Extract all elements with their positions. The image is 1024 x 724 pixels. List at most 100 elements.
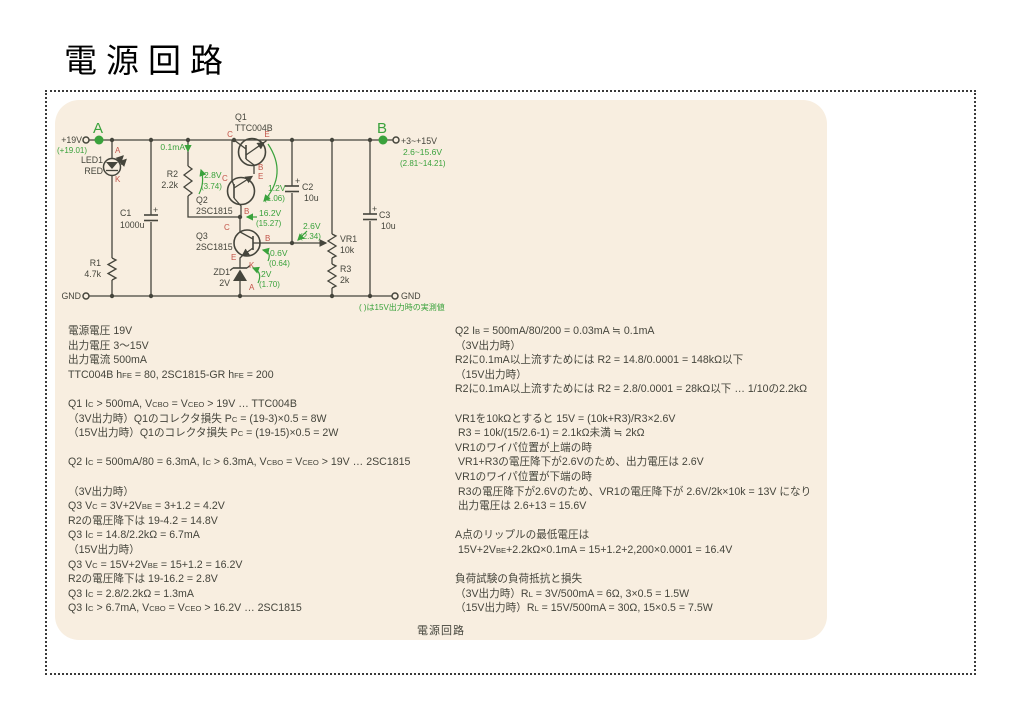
c3-value: 10u	[381, 221, 396, 231]
note-line	[455, 514, 811, 529]
wiper-voltage: 2.6V	[303, 221, 321, 231]
vr1-ref: VR1	[340, 234, 357, 244]
note-line: R2の電圧降下は 19-4.2 = 14.8V	[68, 514, 218, 527]
c3-ref: C3	[379, 210, 390, 220]
r2-ref: R2	[167, 169, 178, 179]
content-panel: A +19V (+19.01) A K LED1 RED R1	[55, 100, 827, 640]
note-line: Q3 IC > 6.7mA, VCBO = VCEO > 16.2V … 2SC…	[68, 602, 302, 615]
note-line: Q1 IC > 500mA, VCBO = VCEO > 19V … TTC00…	[68, 397, 297, 410]
input-measured-label: (+19.01)	[57, 146, 87, 155]
transistor-q3: Q3 2SC1815 C B E 0.6V (0.64)	[196, 217, 290, 268]
led1-value: RED	[84, 166, 103, 176]
q2-emitter-label: E	[258, 172, 263, 181]
note-line: R2に0.1mA以上流すためには R2 = 2.8/0.0001 = 28kΩ以…	[455, 383, 808, 396]
led1-cathode-label: K	[115, 175, 121, 184]
resistor-r3: R3 2k	[326, 258, 351, 296]
zd1-voltage-measured: (1.70)	[259, 280, 280, 289]
zd1-voltage: 2V	[261, 269, 272, 279]
q2-base-label: B	[244, 207, 249, 216]
note-line: （15V出力時）Q1のコレクタ損失 PC = (19-15)×0.5 = 2W	[68, 427, 339, 440]
note-line: （3V出力時）	[455, 339, 521, 352]
q2-base-voltage: 16.2V	[259, 208, 282, 218]
note-line	[68, 441, 410, 456]
c1-ref: C1	[120, 208, 131, 218]
note-line: VR1を10kΩとすると 15V = (10k+R3)/R3×2.6V	[455, 412, 676, 425]
q3-collector-label: C	[224, 223, 230, 232]
r2-current-label: 0.1mA	[160, 142, 185, 152]
note-line: （15V出力時）	[455, 368, 527, 381]
r1-value: 4.7k	[84, 269, 101, 279]
led1-ref: LED1	[81, 155, 103, 165]
q2-ref: Q2	[196, 195, 208, 205]
c1-plus: +	[153, 205, 158, 215]
q1-ref: Q1	[235, 112, 247, 122]
led1: A K LED1 RED	[81, 140, 127, 258]
page-title: 電源回路	[64, 44, 232, 80]
r3-value: 2k	[340, 275, 350, 285]
q1-collector-label: C	[227, 130, 233, 139]
zd1-ref: ZD1	[213, 267, 230, 277]
note-line: Q3 IC = 14.8/2.2kΩ = 6.7mA	[68, 529, 200, 542]
gnd-left-label: GND	[61, 291, 81, 301]
resistor-r2: R2 2.2k 0.1mA 2.8V (3.74)	[160, 140, 240, 218]
q1-emitter-label: E	[264, 130, 269, 139]
c2-ref: C2	[302, 182, 313, 192]
input-voltage-label: +19V	[61, 135, 82, 145]
resistor-r1: R1 4.7k	[84, 257, 118, 296]
note-line	[455, 558, 811, 573]
notes-column-right: Q2 IB = 500mA/80/200 = 0.03mA ≒ 0.1mA（3V…	[455, 324, 811, 616]
note-line	[68, 382, 410, 397]
q3-emitter-label: E	[231, 253, 236, 262]
q1-type: TTC004B	[235, 123, 273, 133]
note-line: 出力電圧 3〜15V	[68, 339, 149, 352]
c2-plus: +	[295, 176, 300, 186]
vbe-voltage-measured: (1.06)	[264, 194, 285, 203]
q2-base-voltage-measured: (15.27)	[256, 219, 282, 228]
output-measured-label: (2.81~14.21)	[400, 159, 446, 168]
output-range-label: 2.6~15.6V	[403, 147, 442, 157]
input-terminal: A +19V (+19.01)	[57, 120, 104, 155]
note-line: TTC004B hFE = 80, 2SC1815-GR hFE = 200	[68, 368, 274, 381]
c1-value: 1000u	[120, 220, 145, 230]
q3-base-label: B	[265, 234, 270, 243]
transistor-q2: Q2 2SC1815 C E B	[196, 140, 263, 217]
q1-base-label: B	[258, 163, 263, 172]
note-line: A点のリップルの最低電圧は	[455, 529, 590, 542]
note-line: VR1のワイパ位置が上端の時	[455, 441, 592, 454]
c2-value: 10u	[304, 193, 319, 203]
note-line: （15V出力時）RL = 15V/500mA = 30Ω, 15×0.5 = 7…	[455, 602, 713, 615]
potentiometer-vr1: VR1 10k	[326, 140, 357, 259]
wiper-voltage-measured: (2.34)	[300, 232, 321, 241]
note-line: 出力電流 500mA	[68, 354, 147, 367]
note-line: Q3 IC = 2.8/2.2kΩ = 1.3mA	[68, 587, 194, 600]
c3-plus: +	[372, 204, 377, 214]
r2-voltage-label: 2.8V	[204, 170, 222, 180]
figure-caption: 電源回路	[417, 625, 465, 637]
vbe-annotation: 1.2V (1.06)	[263, 143, 286, 203]
note-line: 電源電圧 19V	[68, 325, 133, 337]
measured-note: ( )は15V出力時の実測値	[359, 302, 445, 312]
note-line: Q2 IC = 500mA/80 = 6.3mA, IC > 6.3mA, VC…	[68, 456, 411, 469]
q3-type: 2SC1815	[196, 242, 233, 252]
circuit-schematic: A +19V (+19.01) A K LED1 RED R1	[57, 112, 446, 312]
r2-voltage-measured: (3.74)	[201, 182, 222, 191]
vbe-voltage-label: 1.2V	[268, 183, 286, 193]
note-line	[68, 470, 410, 485]
output-terminal: B +3~+15V 2.6~15.6V (2.81~14.21)	[377, 120, 446, 168]
q3-ref: Q3	[196, 231, 208, 241]
r2-value: 2.2k	[161, 180, 178, 190]
note-line	[455, 397, 811, 412]
note-line: R3 = 10k/(15/2.6-1) = 2.1kΩ未満 ≒ 2kΩ	[455, 427, 645, 440]
capacitor-c1: + C1 1000u	[120, 140, 158, 296]
note-line: R3の電圧降下が2.6Vのため、VR1の電圧降下が 2.6V/2k×10k = …	[455, 485, 812, 498]
note-line: R2の電圧降下は 19-16.2 = 2.8V	[68, 573, 218, 586]
q3-emitter-voltage-measured: (0.64)	[269, 259, 290, 268]
q2-base-annotation: 16.2V (15.27)	[245, 208, 282, 228]
dotted-frame	[45, 90, 976, 675]
gnd-right-label: GND	[401, 291, 421, 301]
note-line: 負荷試験の負荷抵抗と損失	[455, 573, 583, 586]
note-line: Q3 VC = 3V+2VBE = 3+1.2 = 4.2V	[68, 500, 225, 513]
zd1-anode-label: A	[249, 283, 255, 292]
note-line: R2に0.1mA以上流すためには R2 = 14.8/0.0001 = 148k…	[455, 354, 744, 367]
